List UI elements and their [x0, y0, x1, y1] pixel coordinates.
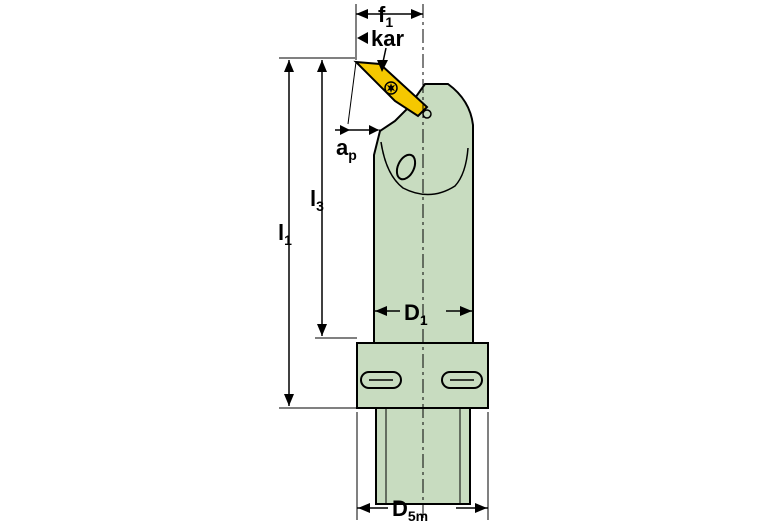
label-kar: kar — [371, 26, 404, 51]
dimension-d1 — [374, 306, 473, 316]
kar-leader — [382, 47, 387, 63]
label-l3: l3 — [310, 186, 324, 214]
insert-screw-icon — [384, 81, 398, 95]
label-ap: ap — [336, 135, 357, 163]
dimension-d5m — [357, 503, 488, 513]
extension-lines — [279, 4, 489, 520]
dimension-l3 — [317, 60, 327, 336]
keyway-slot-right — [441, 371, 483, 389]
dimension-l1 — [284, 60, 294, 406]
coolant-hole — [395, 153, 417, 181]
kar-leader-arrow — [377, 60, 388, 72]
kar-arrow — [357, 32, 368, 44]
head-contour-line — [380, 141, 469, 196]
keyway-slot-left — [360, 371, 402, 389]
label-d1: D1 — [404, 300, 428, 328]
dimension-f1 — [356, 9, 423, 19]
label-d5m: D5m — [392, 496, 428, 523]
dimension-ap — [335, 61, 379, 135]
label-f1: f1 — [378, 2, 393, 30]
label-l1: l1 — [278, 220, 292, 248]
